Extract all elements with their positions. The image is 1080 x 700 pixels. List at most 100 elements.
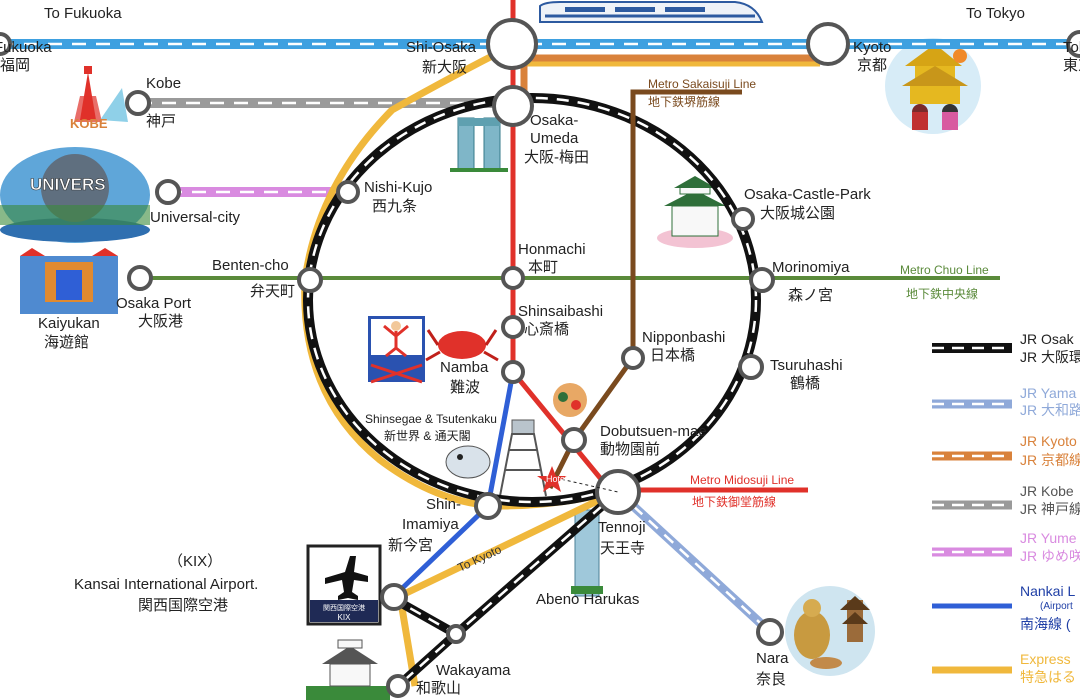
legend: JR Osak JR 大阪環 JR Yama JR 大和路 JR Kyoto J… xyxy=(932,331,1080,685)
to-fukuoka-label: To Fukuoka xyxy=(44,5,122,22)
fugu-illustration xyxy=(445,445,491,479)
legend-label-en: JR Kobe xyxy=(1020,483,1074,499)
castle-park-en: Osaka-Castle-Park xyxy=(744,186,871,203)
station-kyoto[interactable] xyxy=(806,22,850,66)
tsuruhashi-en: Tsuruhashi xyxy=(770,357,843,374)
kaiyukan-illustration xyxy=(20,248,118,314)
midosuji-en: Metro Midosuji Line xyxy=(690,473,794,487)
station-wakayama[interactable] xyxy=(386,674,410,698)
airport-sign-kix: KIX xyxy=(338,613,352,622)
station-shin-osaka[interactable] xyxy=(486,18,538,70)
umeda-building-illustration xyxy=(450,117,508,172)
dobutsuen-mae-jp: 動物園前 xyxy=(600,441,660,458)
station-osaka-umeda[interactable] xyxy=(492,85,534,127)
honmachi-en: Honmachi xyxy=(518,241,586,258)
nipponbashi-en: Nipponbashi xyxy=(642,329,725,346)
nara-en: Nara xyxy=(756,650,789,667)
umeda-en-1: Osaka- xyxy=(530,112,578,129)
station-nara[interactable] xyxy=(756,618,784,646)
shin-osaka-en: Shi-Osaka xyxy=(406,39,477,56)
abeno-harukas-en: Abeno Harukas xyxy=(536,591,639,608)
castle-park-jp: 大阪城公園 xyxy=(760,205,835,222)
station-markers xyxy=(0,18,1080,698)
dobutsuen-mae-en: Dobutsuen-mae xyxy=(600,423,707,440)
to-kyoto-label: To Kyoto xyxy=(455,542,504,575)
legend-label-jp: JR 神戸線 xyxy=(1020,501,1080,517)
kix-en: Kansai International Airport. xyxy=(74,576,258,593)
benten-cho-en: Benten-cho xyxy=(212,257,289,274)
station-benten-cho[interactable] xyxy=(297,267,323,293)
airport-sign-illustration: 関西国際空港 KIX xyxy=(306,544,382,626)
station-namba[interactable] xyxy=(501,360,525,384)
tokyo-jp: 東京 xyxy=(1063,57,1080,74)
legend-label-en: JR Yama xyxy=(1020,385,1076,401)
station-osaka-castle-park[interactable] xyxy=(731,207,755,231)
nishi-kujo-jp: 西九条 xyxy=(372,198,417,215)
station-honmachi[interactable] xyxy=(501,266,525,290)
tsutenkaku-tower-illustration xyxy=(499,419,547,497)
glico-runner-illustration xyxy=(368,316,425,384)
chuo-en: Metro Chuo Line xyxy=(900,263,989,277)
tsuruhashi-jp: 鶴橋 xyxy=(790,375,820,392)
legend-label-jp: JR 京都線 xyxy=(1020,452,1080,468)
chuo-jp: 地下鉄中央線 xyxy=(906,286,978,301)
station-morinomiya[interactable] xyxy=(749,267,775,293)
kobe-jp: 神戸 xyxy=(146,113,176,130)
honmachi-jp: 本町 xyxy=(528,259,558,276)
station-tsuruhashi[interactable] xyxy=(738,354,764,380)
station-nipponbashi[interactable] xyxy=(621,346,645,370)
kyoto-illustration xyxy=(885,38,981,134)
station-shin-imamiya[interactable] xyxy=(474,492,502,520)
legend-item-jr-yume-saki: JR Yume JR ゆめ咲 xyxy=(932,530,1080,564)
sakaisuji-en: Metro Sakaisuji Line xyxy=(648,77,756,91)
legend-label-en: Express xyxy=(1020,651,1071,667)
legend-label-en: JR Yume xyxy=(1020,530,1077,546)
crab-illustration xyxy=(425,329,499,362)
kaiyukan-en: Kaiyukan xyxy=(38,315,100,332)
wakayama-castle-illustration xyxy=(306,639,390,700)
station-universal-city[interactable] xyxy=(155,179,181,205)
osaka-port-jp: 大阪港 xyxy=(138,313,183,330)
sakaisuji-jp: 地下鉄堺筋線 xyxy=(648,94,720,109)
shin-imamiya-jp: 新今宮 xyxy=(388,537,433,554)
legend-label-en: JR Osak xyxy=(1020,331,1075,347)
nipponbashi-jp: 日本橋 xyxy=(650,347,695,364)
station-shinsaibashi[interactable] xyxy=(501,315,525,339)
jr-yamatoji-line xyxy=(614,488,774,636)
station-tennoji[interactable] xyxy=(595,469,641,515)
osaka-castle-illustration xyxy=(657,176,733,248)
legend-item-jr-kobe: JR Kobe JR 神戸線 xyxy=(932,483,1080,517)
station-fukuoka[interactable] xyxy=(0,32,12,56)
station-hanwa-junction[interactable] xyxy=(446,624,466,644)
universal-globe-illustration: UNIVERS xyxy=(0,147,150,243)
hotel-label: Hotel xyxy=(546,474,567,484)
legend-label-jp: 南海線 ( xyxy=(1020,616,1071,632)
kix-abbr: （KIX） xyxy=(168,553,222,570)
zoo-illustration xyxy=(553,383,587,417)
station-kobe[interactable] xyxy=(125,90,151,116)
kobe-tower-illustration: KOBE xyxy=(70,66,128,131)
legend-item-jr-kyoto: JR Kyoto JR 京都線 xyxy=(932,433,1080,468)
station-kix[interactable] xyxy=(380,583,408,611)
station-nishi-kujo[interactable] xyxy=(336,180,360,204)
tokyo-en: Tokyo xyxy=(1063,39,1080,56)
namba-en: Namba xyxy=(440,359,489,376)
morinomiya-jp: 森ノ宮 xyxy=(788,287,833,304)
shinsaibashi-jp: 心斎橋 xyxy=(524,320,569,338)
kobe-en: Kobe xyxy=(146,75,181,92)
station-tokyo[interactable] xyxy=(1066,30,1080,58)
to-tokyo-label: To Tokyo xyxy=(966,5,1025,22)
legend-label-jp: 特急はる xyxy=(1020,669,1076,685)
legend-item-jr-osaka-loop: JR Osak JR 大阪環 xyxy=(932,331,1080,365)
hotel-pointer xyxy=(555,477,619,493)
benten-cho-jp: 弁天町 xyxy=(250,283,295,300)
kyoto-en: Kyoto xyxy=(853,39,891,56)
station-dobutsuen-mae[interactable] xyxy=(561,427,587,453)
kix-jp: 関西国際空港 xyxy=(138,597,228,614)
universal-logo: UNIVERS xyxy=(30,175,106,194)
station-osaka-port[interactable] xyxy=(127,265,153,291)
nishi-kujo-en: Nishi-Kujo xyxy=(364,179,432,196)
shinsekai-jp: 新世界 & 通天閣 xyxy=(384,428,471,443)
legend-label-en: Nankai L xyxy=(1020,583,1075,599)
